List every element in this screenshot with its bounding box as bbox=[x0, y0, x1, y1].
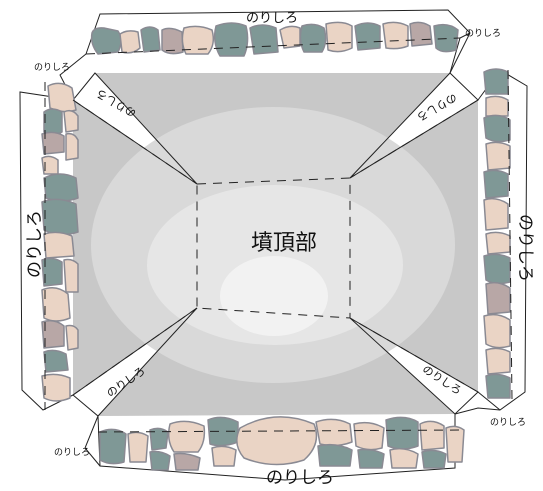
diag-tab-bottom-right bbox=[349, 317, 479, 415]
stone bbox=[65, 324, 79, 351]
glue-label-corner-br: のりしろ bbox=[490, 417, 526, 428]
stone bbox=[47, 82, 77, 113]
stone bbox=[485, 373, 511, 399]
stone bbox=[485, 141, 511, 171]
glue-label-corner-tr: のりしろ bbox=[465, 28, 501, 39]
stone bbox=[421, 449, 447, 469]
stones-right bbox=[483, 68, 511, 399]
stone bbox=[353, 421, 385, 451]
fold-diag-tr bbox=[349, 99, 479, 179]
stone bbox=[41, 319, 65, 349]
stone bbox=[279, 25, 301, 49]
stone bbox=[249, 24, 279, 55]
stones-top bbox=[90, 21, 459, 57]
fold-center-square bbox=[196, 177, 351, 319]
stone bbox=[41, 287, 71, 322]
stone bbox=[357, 448, 385, 469]
stone bbox=[43, 349, 69, 373]
stone bbox=[90, 27, 122, 55]
stone bbox=[389, 447, 419, 469]
glue-label-corner-tl: のりしろ bbox=[34, 62, 70, 73]
stone bbox=[382, 21, 409, 50]
stones-left bbox=[41, 82, 79, 402]
stone bbox=[161, 27, 184, 55]
fold-bottom bbox=[97, 429, 466, 433]
fold-right bbox=[507, 69, 513, 401]
stone bbox=[485, 231, 511, 255]
tab-bottom-left-corner bbox=[84, 415, 101, 467]
stone bbox=[483, 253, 511, 285]
stone bbox=[211, 445, 237, 467]
stone bbox=[485, 281, 511, 315]
fold-lines bbox=[44, 37, 513, 433]
contour-inner bbox=[220, 256, 328, 336]
stone bbox=[181, 25, 215, 55]
stone bbox=[236, 416, 318, 466]
stone bbox=[43, 231, 75, 259]
fold-diag-br bbox=[349, 317, 479, 393]
diag-tab-top-right bbox=[349, 72, 479, 179]
glue-label-top: のりしろ bbox=[246, 11, 298, 26]
diag-tab-bottom-left bbox=[72, 307, 198, 417]
stone bbox=[485, 347, 511, 375]
stone bbox=[299, 23, 327, 53]
stone bbox=[140, 26, 161, 53]
stone bbox=[325, 21, 353, 53]
stone bbox=[63, 258, 79, 293]
mound-contours bbox=[91, 107, 455, 383]
stones-bottom bbox=[99, 416, 465, 471]
glue-label-left: のりしろ bbox=[25, 210, 45, 278]
stone bbox=[65, 132, 79, 161]
left-band-frame bbox=[19, 91, 74, 411]
diag-tab-top-left bbox=[72, 72, 198, 185]
glue-label-right: のりしろ bbox=[515, 214, 535, 282]
stone bbox=[483, 169, 509, 199]
stone bbox=[213, 22, 249, 57]
stone bbox=[483, 313, 511, 349]
stone bbox=[173, 452, 201, 471]
top-band-frame bbox=[85, 9, 471, 74]
stone bbox=[41, 373, 71, 402]
stone bbox=[149, 427, 169, 451]
fold-diag-tl bbox=[72, 99, 198, 185]
stone bbox=[483, 68, 509, 95]
stone bbox=[409, 21, 433, 47]
fold-top bbox=[85, 37, 461, 55]
stone bbox=[43, 173, 79, 202]
tab-bottom-right-corner bbox=[454, 407, 501, 415]
stone bbox=[41, 155, 59, 175]
stone bbox=[483, 197, 509, 231]
stone bbox=[99, 428, 127, 465]
stone bbox=[419, 420, 445, 451]
stone bbox=[354, 22, 381, 51]
stone bbox=[127, 431, 149, 463]
stone bbox=[445, 425, 465, 463]
stone bbox=[485, 95, 509, 117]
center-label: 墳頂部 bbox=[251, 231, 317, 256]
stone bbox=[317, 443, 353, 467]
glue-label-bottom: のりしろ bbox=[266, 468, 334, 488]
glue-label-corner-bl: のりしろ bbox=[54, 447, 90, 458]
stone bbox=[63, 109, 79, 133]
stone bbox=[149, 450, 171, 471]
stone bbox=[385, 416, 419, 450]
stone bbox=[41, 198, 79, 236]
stone bbox=[119, 30, 141, 54]
stone bbox=[315, 418, 353, 447]
stone bbox=[483, 114, 511, 143]
stone bbox=[43, 108, 63, 136]
stone bbox=[167, 420, 206, 453]
